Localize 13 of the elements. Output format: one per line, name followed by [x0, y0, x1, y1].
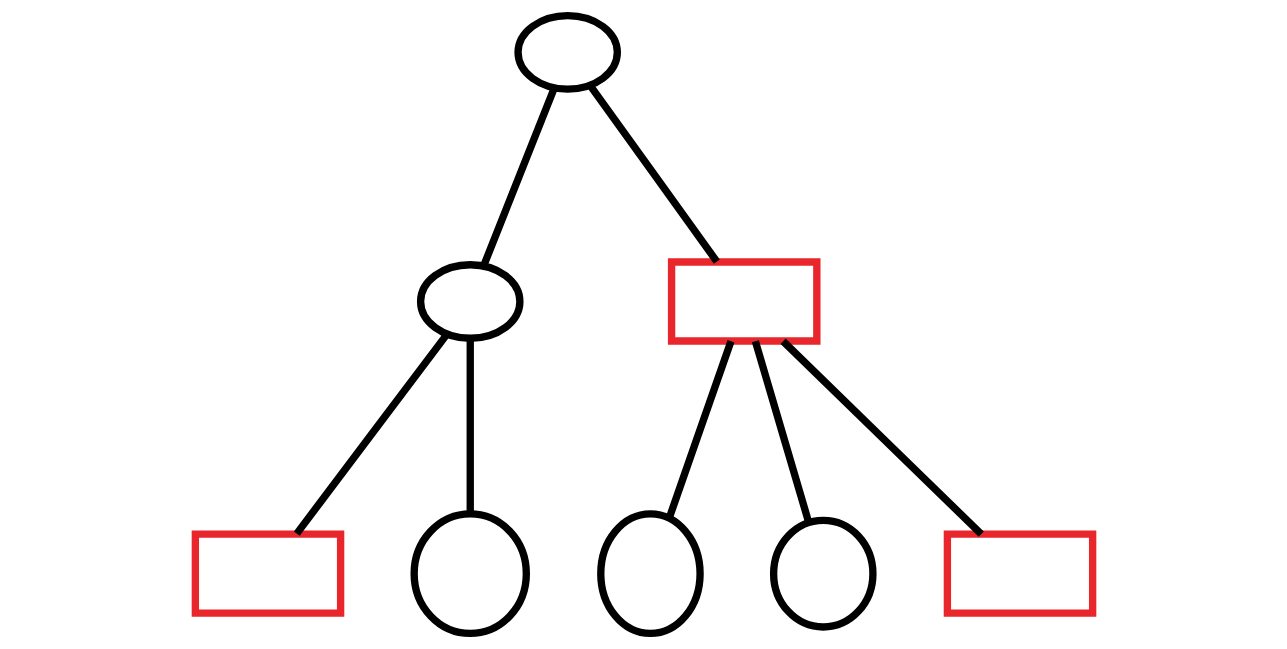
node-circle — [769, 516, 877, 631]
node-box — [943, 530, 1096, 617]
node-circle — [410, 510, 530, 638]
connector — [665, 340, 734, 520]
node-box — [191, 530, 344, 617]
node-circle — [513, 11, 621, 93]
node-circle — [416, 261, 524, 342]
connector — [466, 338, 474, 514]
connector — [780, 338, 984, 537]
connector — [586, 83, 720, 264]
node-box — [667, 258, 820, 345]
connector — [751, 340, 812, 524]
node-circle — [596, 510, 704, 638]
